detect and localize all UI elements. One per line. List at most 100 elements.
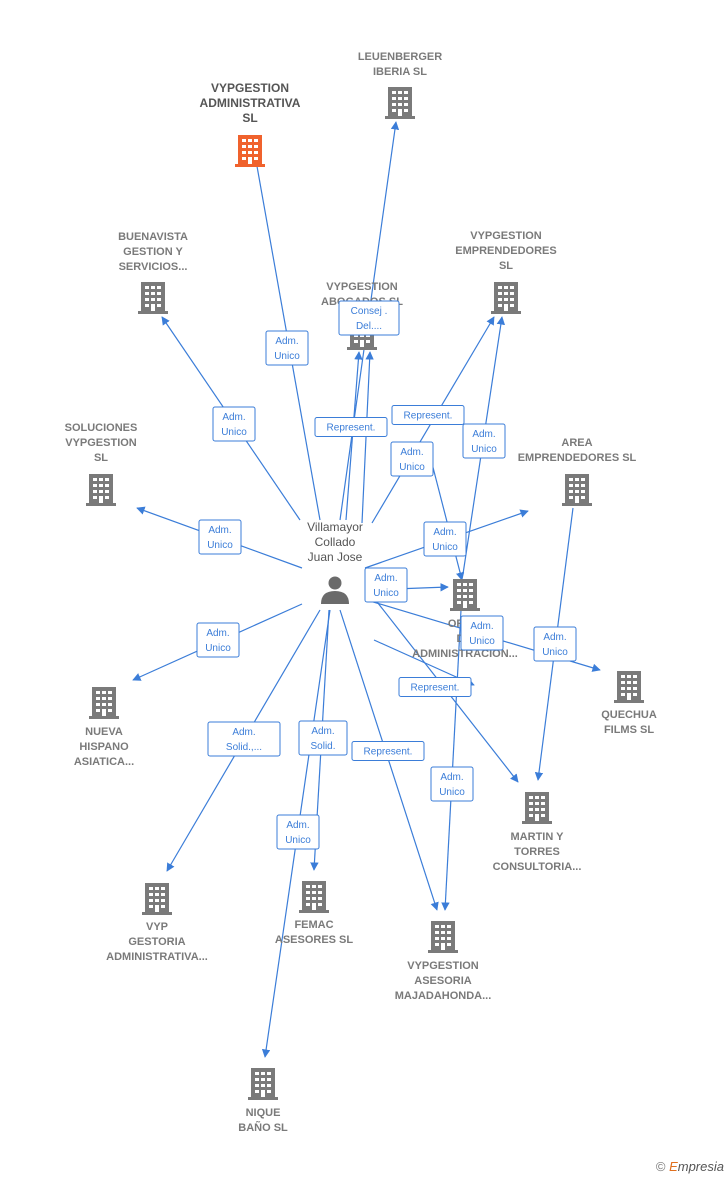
person-name-line: Villamayor (307, 520, 363, 534)
relation-label-vypgestion-emprendedores[interactable]: Adm. Unico (462, 423, 506, 459)
relation-label-text: Unico (469, 636, 495, 647)
relation-label-text: Adm. (543, 632, 566, 643)
company-name-line: FEMAC (294, 919, 333, 931)
building-icon (614, 671, 644, 703)
building-icon (235, 135, 265, 167)
building-icon (248, 1068, 278, 1100)
footer-brand[interactable]: © Empresia (656, 1159, 724, 1174)
company-name-line: EMPRENDEDORES SL (518, 452, 637, 464)
company-name-line: MAJADAHONDA... (395, 990, 492, 1002)
relation-label-quechua[interactable]: Adm. Unico (533, 626, 577, 662)
brand-logo-text: mpresia (677, 1159, 724, 1174)
relation-label-text: Solid. (310, 741, 335, 752)
company-name-line: SOLUCIONES (65, 422, 138, 434)
company-name-line: LEUENBERGER (358, 51, 442, 63)
company-name-line: BUENAVISTA (118, 231, 188, 243)
relation-label-box (533, 626, 577, 662)
relation-label-text: Unico (471, 444, 497, 455)
edge-arrow-vypgestion-asesoria (441, 609, 462, 911)
company-node-vypgestion-asesoria[interactable]: VYPGESTIONASESORIAMAJADAHONDA... (395, 921, 492, 1002)
relation-label-vyp-gestoria[interactable]: Adm.Solid.,... (207, 721, 281, 757)
relation-label-vypgestion-emprendedores[interactable]: Represent. (391, 405, 465, 425)
relation-label-text: Adm. (374, 573, 397, 584)
relation-label-box (212, 406, 256, 442)
relation-label-nueva-hispano[interactable]: Adm.Unico (196, 622, 240, 658)
relation-label-box (423, 521, 467, 557)
relation-label-box (391, 405, 465, 425)
relation-label-vypgestion-abogados[interactable]: Represent. (314, 417, 388, 437)
relation-label-femac[interactable]: Adm.Solid. (298, 720, 348, 756)
company-name-line: VYP (146, 921, 168, 933)
building-icon (428, 921, 458, 953)
company-node-nique[interactable]: NIQUE BAÑO SL (238, 1068, 288, 1134)
company-name-line: NIQUE (246, 1107, 281, 1119)
company-name-line: VYPGESTION (65, 437, 137, 449)
relation-label-box (207, 721, 281, 757)
building-icon (299, 881, 329, 913)
building-icon (491, 282, 521, 314)
relation-label-box (390, 441, 434, 477)
relation-label-vypgestion-abogados[interactable]: Adm.Unico (390, 441, 434, 477)
relation-label-martin-torres[interactable]: Represent. (398, 677, 472, 697)
brand-logo-initial: E (669, 1159, 678, 1174)
relation-label-leuenberger[interactable]: Consej .Del.... (338, 300, 400, 336)
relation-label-text: Adm. (440, 772, 463, 783)
building-icon (89, 687, 119, 719)
company-name-line: IBERIA SL (373, 66, 427, 78)
company-name-line: TORRES (514, 846, 560, 858)
person-name-line: Juan Jose (308, 550, 363, 564)
building-icon (562, 474, 592, 506)
relation-label-vypgestion-asesoria[interactable]: Adm. Unico (430, 766, 474, 802)
company-node-vyp-gestoria[interactable]: VYP GESTORIA ADMINISTRATIVA... (106, 883, 208, 963)
relation-label-text: Adm. (472, 429, 495, 440)
person-name-line: Collado (315, 535, 356, 549)
company-name-line: SERVICIOS... (119, 261, 188, 273)
relation-label-buenavista[interactable]: Adm.Unico (212, 406, 256, 442)
relation-label-text: Unico (207, 540, 233, 551)
relation-label-text: Represent. (327, 423, 376, 434)
relation-label-area-emprendedores[interactable]: Adm.Unico (423, 521, 467, 557)
company-name-line: ADMINISTRATIVA (200, 96, 301, 110)
company-node-nueva-hispano[interactable]: NUEVAHISPANOASIATICA... (74, 687, 134, 768)
relation-label-vypgestion-administrativa[interactable]: Adm.Unico (265, 330, 309, 366)
relation-label-text: Adm. (206, 628, 229, 639)
company-name-line: QUECHUA (601, 709, 657, 721)
edge-arrow-secondary (427, 447, 465, 581)
relation-label-box (398, 677, 472, 697)
relation-label-text: Unico (274, 351, 300, 362)
company-name-line: ADMINISTRATIVA... (106, 951, 208, 963)
relation-label-org-administracion[interactable]: Adm.Unico (364, 567, 408, 603)
company-name-line: GESTORIA (128, 936, 185, 948)
company-name-line: HISPANO (79, 741, 129, 753)
relation-label-box (364, 567, 408, 603)
relation-label-soluciones[interactable]: Adm.Unico (198, 519, 242, 555)
company-name-line: ADMINISTRACION... (412, 648, 518, 660)
relation-label-text: Adm. (222, 412, 245, 423)
company-name-line: VYPGESTION (407, 960, 479, 972)
relation-label-nique[interactable]: Adm.Unico (276, 814, 320, 850)
company-name-line: MARTIN Y (511, 831, 565, 843)
relation-label-vypgestion-asesoria[interactable]: Represent. (351, 741, 425, 761)
relation-label-text: Unico (439, 787, 465, 798)
relation-label-text: Adm. (286, 820, 309, 831)
relation-label-box (460, 615, 504, 651)
relation-label-text: Unico (542, 647, 568, 658)
building-icon (142, 883, 172, 915)
company-name-line: VYPGESTION (470, 230, 542, 242)
company-node-martin-torres[interactable]: MARTIN YTORRESCONSULTORIA... (493, 792, 582, 873)
company-node-leuenberger[interactable]: LEUENBERGER IBERIA SL (358, 51, 442, 119)
company-name-line: BAÑO SL (238, 1121, 288, 1134)
relation-label-text: Represent. (364, 747, 413, 758)
relation-label-martin-torres[interactable]: Adm.Unico (460, 615, 504, 651)
